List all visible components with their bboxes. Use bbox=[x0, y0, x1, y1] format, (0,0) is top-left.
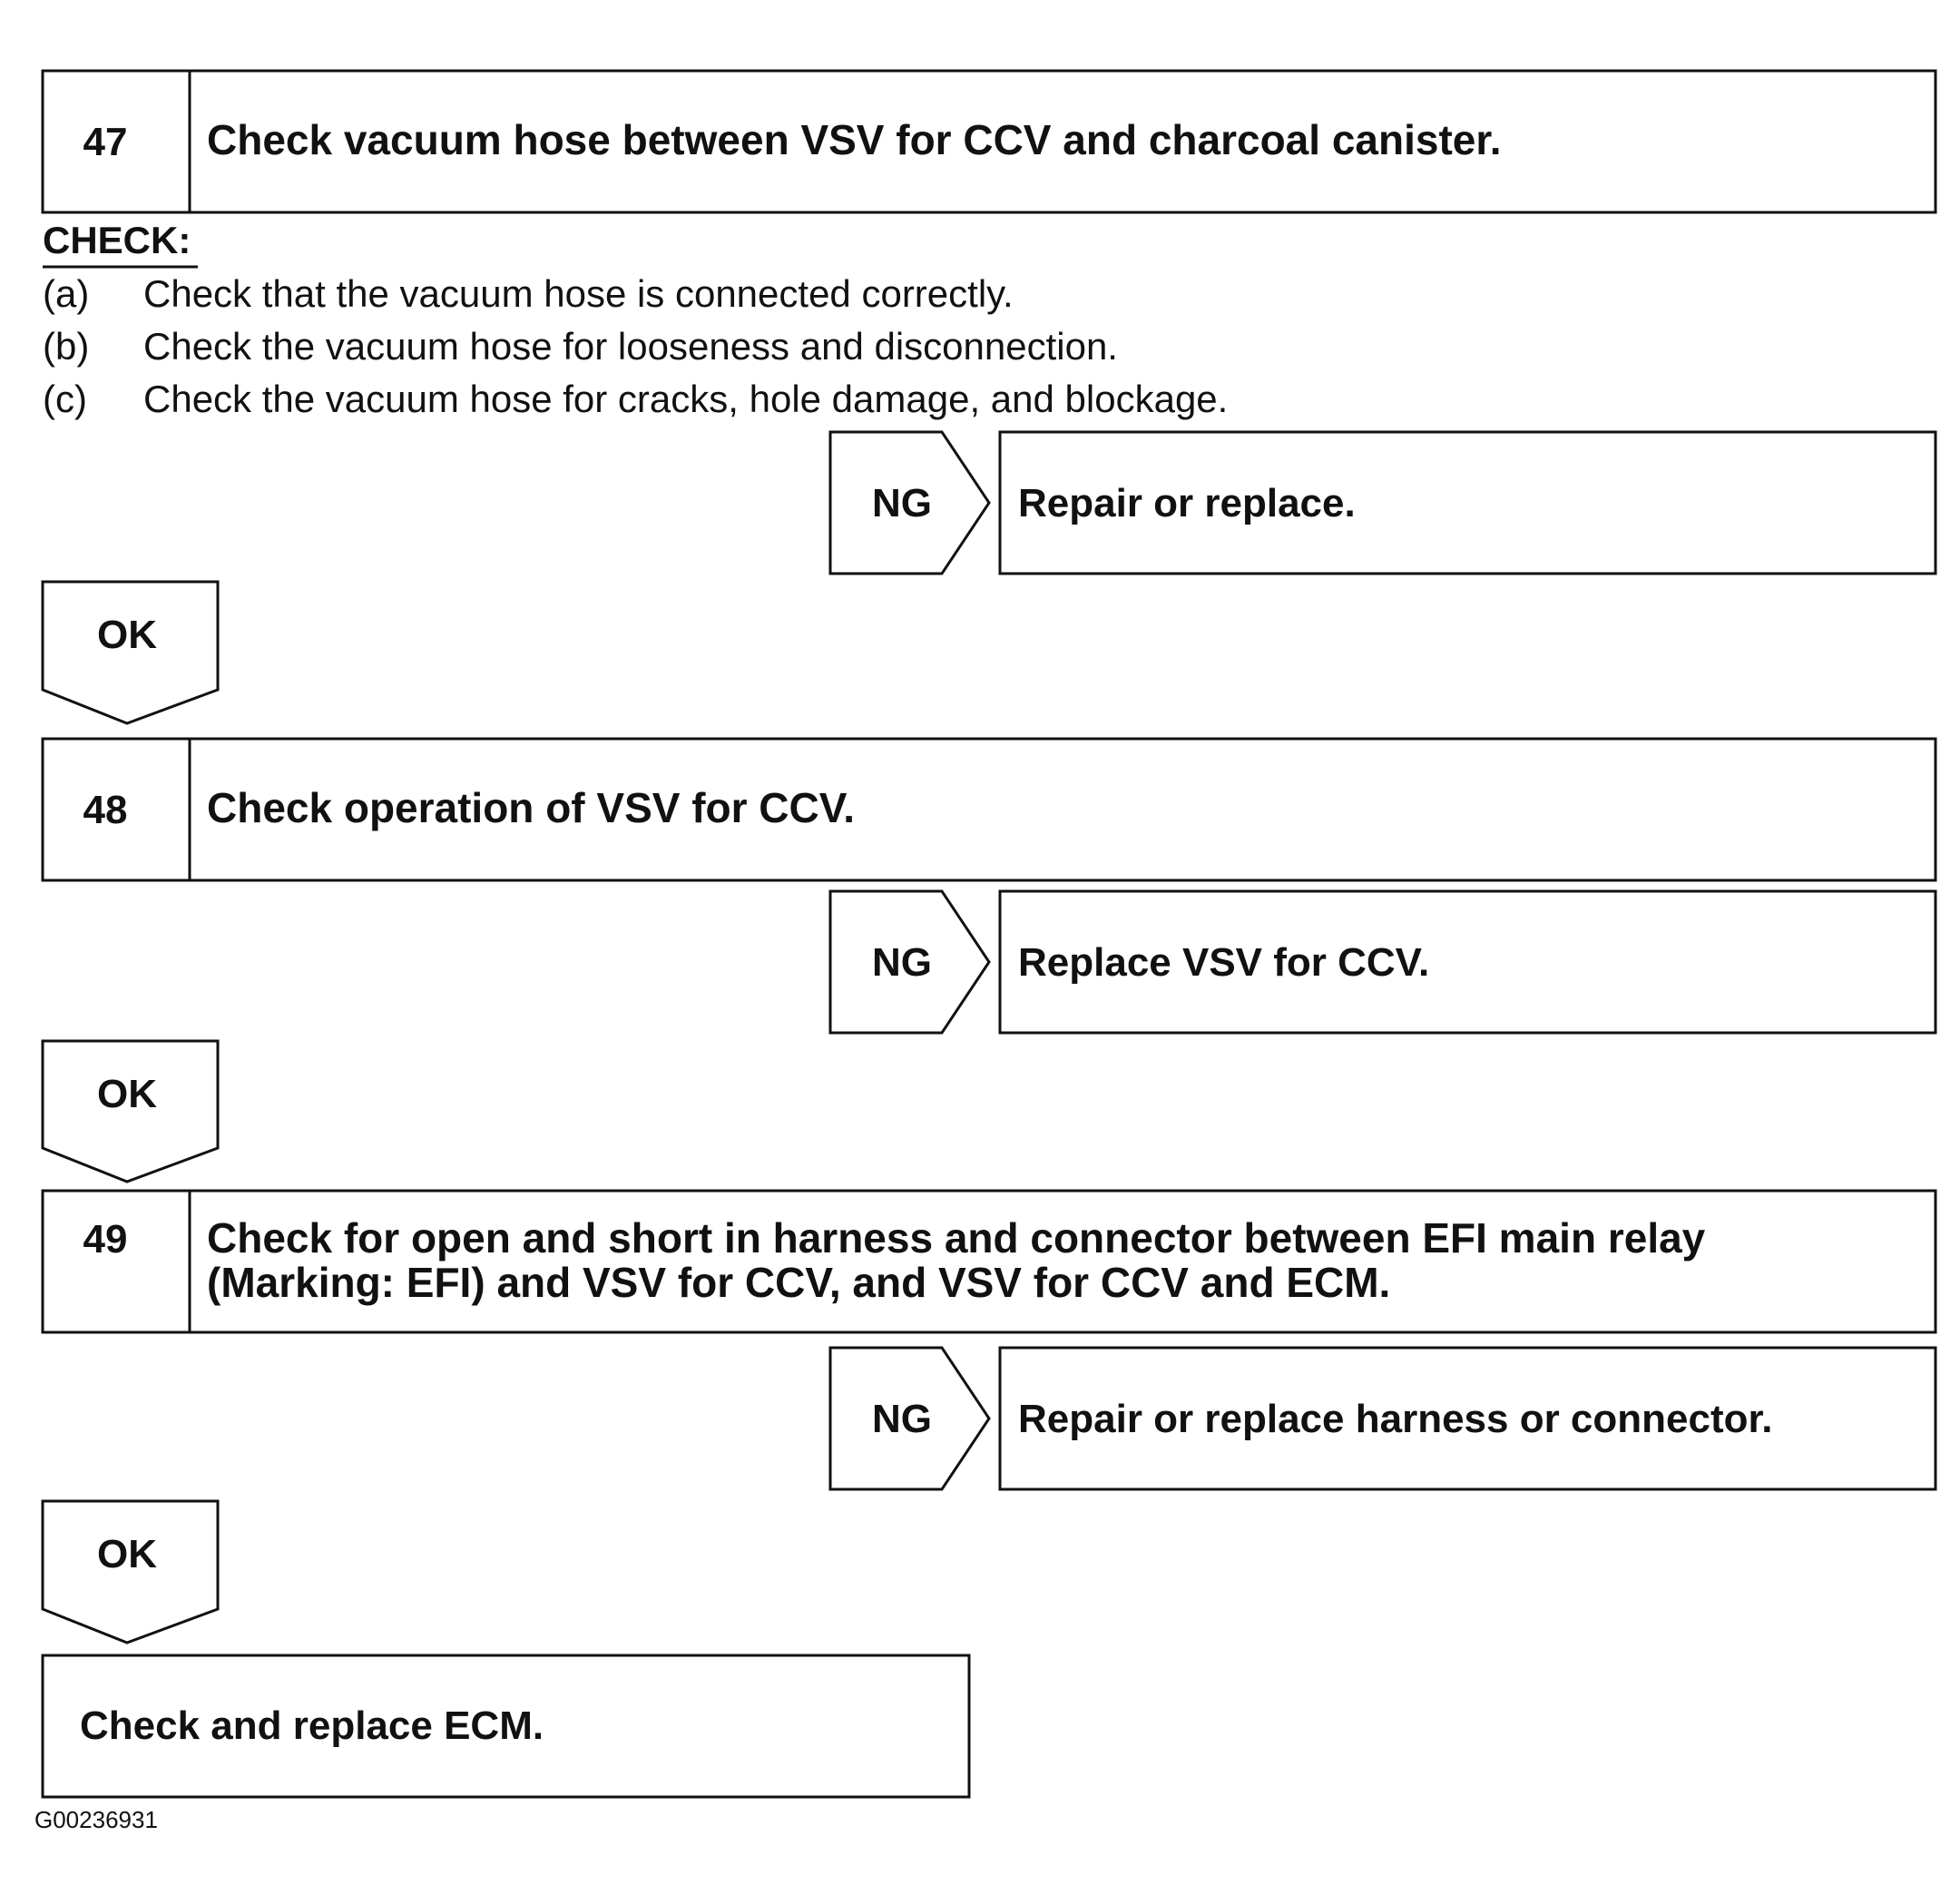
ok-label: OK bbox=[97, 1532, 157, 1576]
check-item-text: Check that the vacuum hose is connected … bbox=[143, 272, 1014, 315]
ok-label: OK bbox=[97, 613, 157, 657]
step-49-box bbox=[41, 1189, 1937, 1334]
check-item-marker: (b) bbox=[43, 325, 89, 368]
step-48-box bbox=[41, 737, 1937, 882]
step-49-ok-arrow: OK bbox=[41, 1499, 220, 1644]
step-47: 47 Check vacuum hose between VSV for CCV… bbox=[41, 69, 1937, 214]
step-47-box bbox=[41, 69, 1937, 214]
ok-label: OK bbox=[97, 1072, 157, 1116]
ng-action-box bbox=[998, 889, 1937, 1035]
final-action: Check and replace ECM. bbox=[41, 1654, 971, 1799]
step-48-ng-branch: NG Replace VSV for CCV. bbox=[828, 889, 1937, 1035]
step-48-number: 48 bbox=[83, 788, 128, 832]
step-47-number: 47 bbox=[83, 120, 128, 164]
ng-label: NG bbox=[872, 481, 932, 525]
ng-label: NG bbox=[872, 940, 932, 985]
step-47-ng-branch: NG Repair or replace. bbox=[828, 430, 1937, 575]
step-48-ok-arrow: OK bbox=[41, 1039, 220, 1183]
ng-action-box bbox=[998, 1346, 1937, 1491]
ng-action-text: Replace VSV for CCV. bbox=[1018, 940, 1429, 985]
ng-arrow bbox=[828, 430, 991, 575]
check-item-text: Check the vacuum hose for looseness and … bbox=[143, 325, 1118, 368]
check-item-marker: (c) bbox=[43, 378, 87, 420]
ng-action-box bbox=[998, 430, 1937, 575]
check-item-text: Check the vacuum hose for cracks, hole d… bbox=[143, 378, 1228, 420]
check-item-marker: (a) bbox=[43, 272, 89, 315]
ng-arrow bbox=[828, 1346, 991, 1491]
check-block: CHECK: (a) Check that the vacuum hose is… bbox=[43, 219, 1228, 420]
check-heading: CHECK: bbox=[43, 219, 191, 261]
final-action-box bbox=[41, 1654, 971, 1799]
ok-arrow bbox=[41, 1499, 220, 1644]
ng-action-text: Repair or replace. bbox=[1018, 481, 1356, 525]
final-action-text: Check and replace ECM. bbox=[80, 1703, 544, 1748]
step-49-title-line: Check for open and short in harness and … bbox=[207, 1214, 1706, 1262]
step-47-ok-arrow: OK bbox=[41, 580, 220, 725]
step-48: 48 Check operation of VSV for CCV. bbox=[41, 737, 1937, 882]
ok-arrow bbox=[41, 580, 220, 725]
step-48-title: Check operation of VSV for CCV. bbox=[207, 784, 855, 831]
step-49-number: 49 bbox=[83, 1217, 128, 1262]
ng-action-text: Repair or replace harness or connector. bbox=[1018, 1397, 1772, 1441]
step-49-ng-branch: NG Repair or replace harness or connecto… bbox=[828, 1346, 1937, 1491]
ng-arrow bbox=[828, 889, 991, 1035]
ng-label: NG bbox=[872, 1397, 932, 1441]
ok-arrow bbox=[41, 1039, 220, 1183]
step-49-title-line: (Marking: EFI) and VSV for CCV, and VSV … bbox=[207, 1259, 1390, 1306]
step-49: 49 Check for open and short in harness a… bbox=[41, 1189, 1937, 1334]
figure-code: G00236931 bbox=[34, 1806, 158, 1833]
step-47-title: Check vacuum hose between VSV for CCV an… bbox=[207, 116, 1502, 163]
